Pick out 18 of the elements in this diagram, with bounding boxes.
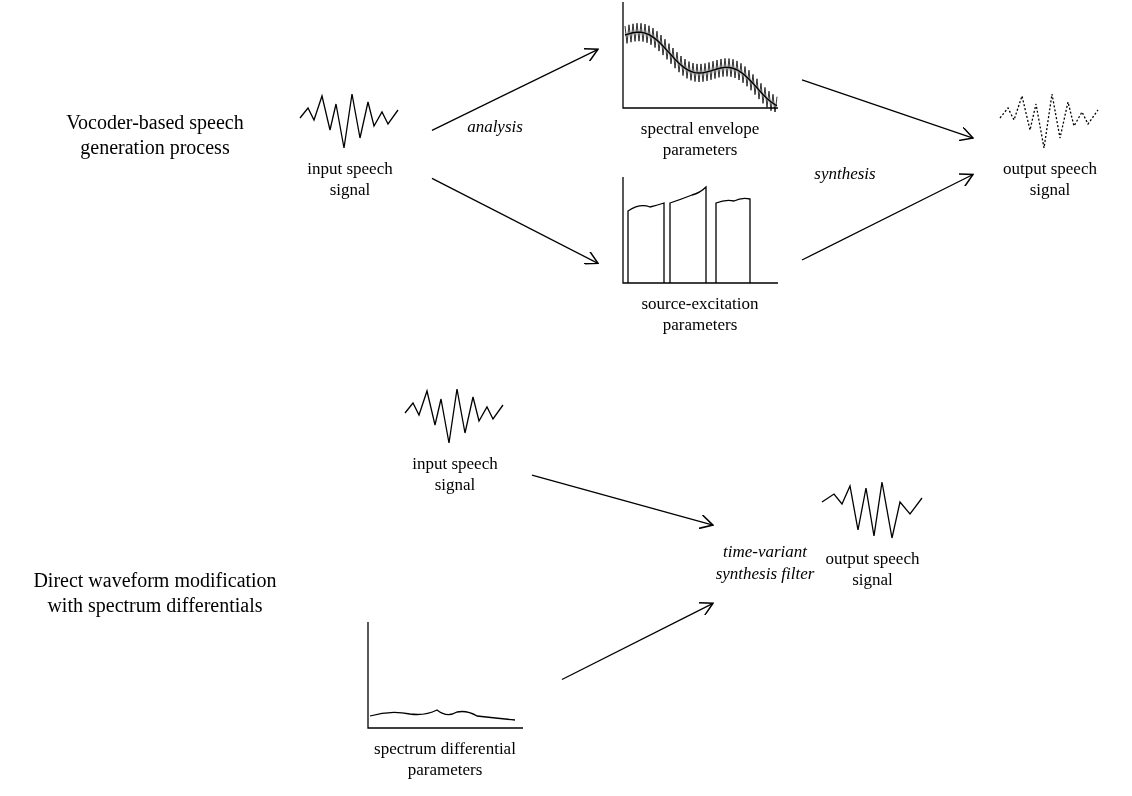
node-label: output speech signal — [1002, 158, 1098, 200]
node-label: spectrum differential parameters — [373, 738, 517, 780]
arrow — [431, 177, 599, 265]
node-label: spectral envelope parameters — [639, 118, 761, 160]
arrow — [431, 47, 599, 131]
intro-heading: Direct waveform modification with spectrum differentials — [32, 568, 278, 618]
node-label: source-excitation parameters — [640, 293, 760, 335]
arrow — [561, 602, 714, 681]
process-label: synthesis — [813, 163, 877, 185]
intro-heading: Vocoder-based speech generation process — [65, 110, 245, 160]
node-label: output speech signal — [824, 548, 921, 590]
node-label: time-variant synthesis filter — [715, 540, 815, 585]
process-label: analysis — [466, 116, 524, 138]
arrow — [801, 173, 974, 261]
arrow — [801, 79, 974, 142]
arrow — [531, 474, 714, 530]
node-label: input speech signal — [411, 453, 499, 495]
node-label: input speech signal — [306, 158, 394, 200]
